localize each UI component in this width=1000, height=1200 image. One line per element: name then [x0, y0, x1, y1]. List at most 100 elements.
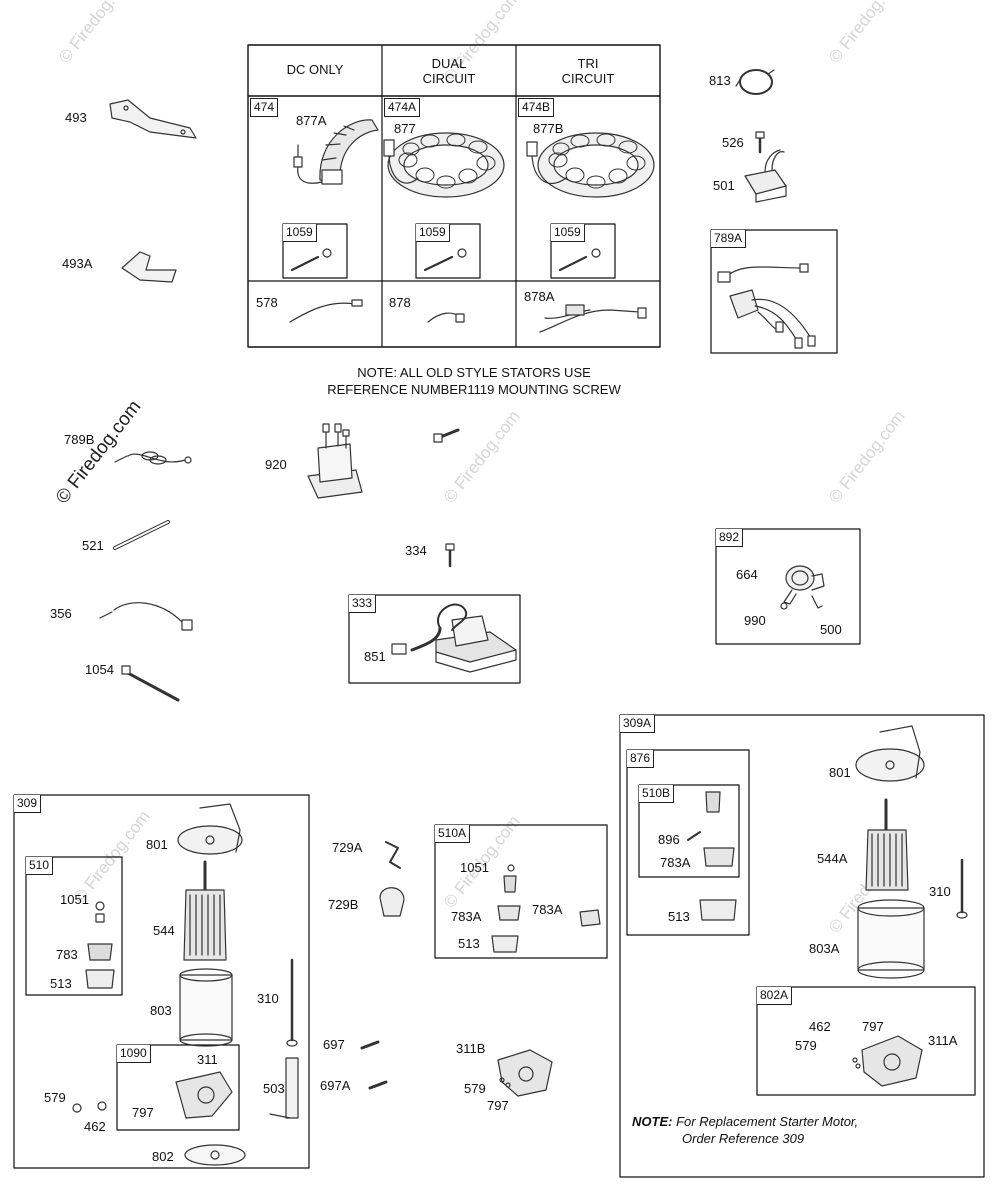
part-label-1054: 1054	[85, 662, 114, 677]
part-label-334: 334	[405, 543, 427, 558]
part-label-578: 578	[256, 295, 278, 310]
part-label-783a: 783A	[532, 902, 563, 917]
part-label-878: 878	[389, 295, 411, 310]
stator-note-line1: NOTE: ALL OLD STYLE STATORS USE	[357, 365, 591, 380]
group-510b-box	[638, 784, 740, 878]
group-tag-1059: 1059	[283, 224, 317, 242]
part-label-311a: 311A	[928, 1033, 958, 1048]
bracket-493	[109, 99, 197, 139]
part-label-797: 797	[862, 1019, 884, 1034]
group-tag-333: 333	[349, 595, 377, 613]
part-label-544a: 544A	[817, 851, 848, 866]
part-label-579: 579	[44, 1090, 66, 1105]
starter-note-prefix: NOTE:	[632, 1114, 673, 1129]
part-label-526: 526	[722, 135, 744, 150]
part-label-1051: 1051	[60, 892, 89, 907]
part-label-729a: 729A	[332, 840, 363, 855]
ignition-coil-333	[391, 603, 517, 673]
part-label-311: 311	[197, 1052, 218, 1067]
starter-note: NOTE: For Replacement Starter Motor, Ord…	[632, 1113, 858, 1147]
part-label-783a: 783A	[451, 909, 482, 924]
part-label-500: 500	[820, 622, 842, 637]
group-tag-876: 876	[627, 750, 655, 768]
part-label-579: 579	[464, 1081, 486, 1096]
key-switch-892	[780, 565, 825, 610]
part-label-877: 877	[394, 121, 416, 136]
part-label-1051: 1051	[460, 860, 489, 875]
part-label-513: 513	[668, 909, 690, 924]
solenoid-920	[307, 423, 363, 499]
group-tag-474b: 474B	[518, 98, 555, 117]
rectifier-501	[744, 169, 787, 195]
part-label-356: 356	[50, 606, 72, 621]
part-label-501: 501	[713, 178, 735, 193]
part-label-544: 544	[153, 923, 175, 938]
table-header-dc-only: DC ONLY	[286, 62, 344, 77]
stator-dc-only	[293, 119, 379, 185]
table-header-tri-circuit: TRI CIRCUIT	[561, 56, 615, 86]
part-label-462: 462	[809, 1019, 831, 1034]
group-333-box	[348, 594, 521, 684]
spark-plug-cap	[391, 643, 407, 655]
clamp-813	[739, 69, 773, 95]
group-892-box	[715, 528, 861, 645]
starter-note-line2: Order Reference 309	[682, 1131, 805, 1146]
group-510a-box	[434, 824, 608, 959]
part-label-803: 803	[150, 1003, 172, 1018]
part-label-513: 513	[50, 976, 72, 991]
part-label-877a: 877A	[296, 113, 327, 128]
group-876-box	[626, 749, 750, 936]
brush-assembly-311b	[497, 1049, 553, 1097]
screw-697	[360, 1040, 380, 1050]
starter-309-parts	[72, 803, 299, 1166]
harness-789a	[717, 263, 816, 349]
stator-note-line2: REFERENCE NUMBER1119 MOUNTING SCREW	[327, 382, 621, 397]
group-tag-510: 510	[26, 857, 54, 875]
group-tag-1059: 1059	[551, 224, 585, 242]
part-label-813: 813	[709, 73, 731, 88]
part-label-896: 896	[658, 832, 680, 847]
part-label-664: 664	[736, 567, 758, 582]
tie-strap-1054	[124, 670, 180, 702]
part-label-493: 493	[65, 110, 87, 125]
group-tag-892: 892	[716, 529, 744, 547]
part-label-513: 513	[458, 936, 480, 951]
part-label-990: 990	[744, 613, 766, 628]
lead-wire	[289, 302, 356, 323]
bracket-493a	[121, 251, 177, 283]
starter-309a-parts	[687, 725, 968, 1087]
group-tag-510a: 510A	[435, 825, 471, 843]
part-label-801: 801	[146, 837, 168, 852]
part-label-801: 801	[829, 765, 851, 780]
table-header-dual-circuit: DUAL CIRCUIT	[422, 56, 476, 86]
group-tag-474a: 474A	[384, 98, 421, 117]
drive-510a-parts	[491, 864, 601, 953]
group-tag-309a: 309A	[620, 715, 656, 733]
starter-note-line1: For Replacement Starter Motor,	[676, 1114, 859, 1129]
screw-697a	[368, 1080, 388, 1090]
part-label-503: 503	[263, 1081, 285, 1096]
group-tag-510b: 510B	[639, 785, 675, 803]
group-789a-box	[710, 229, 838, 354]
part-label-877b: 877B	[533, 121, 564, 136]
part-label-697a: 697A	[320, 1078, 351, 1093]
part-label-803a: 803A	[809, 941, 840, 956]
group-tag-802a: 802A	[757, 987, 793, 1005]
part-label-493a: 493A	[62, 256, 93, 271]
part-label-729b: 729B	[328, 897, 359, 912]
clip-729a	[385, 841, 401, 869]
part-label-851: 851	[364, 649, 386, 664]
group-tag-474: 474	[250, 98, 279, 117]
lead-wire	[539, 309, 641, 333]
part-label-579: 579	[795, 1038, 817, 1053]
part-label-878a: 878A	[524, 289, 555, 304]
part-label-783: 783	[56, 947, 78, 962]
group-tag-1090: 1090	[117, 1045, 151, 1063]
group-1090-box	[116, 1044, 240, 1131]
part-label-310: 310	[929, 884, 951, 899]
group-tag-1059: 1059	[416, 224, 450, 242]
part-label-521: 521	[82, 538, 104, 553]
stator-dual-circuit	[383, 132, 505, 198]
part-label-797: 797	[487, 1098, 509, 1113]
group-510-box	[25, 856, 123, 996]
